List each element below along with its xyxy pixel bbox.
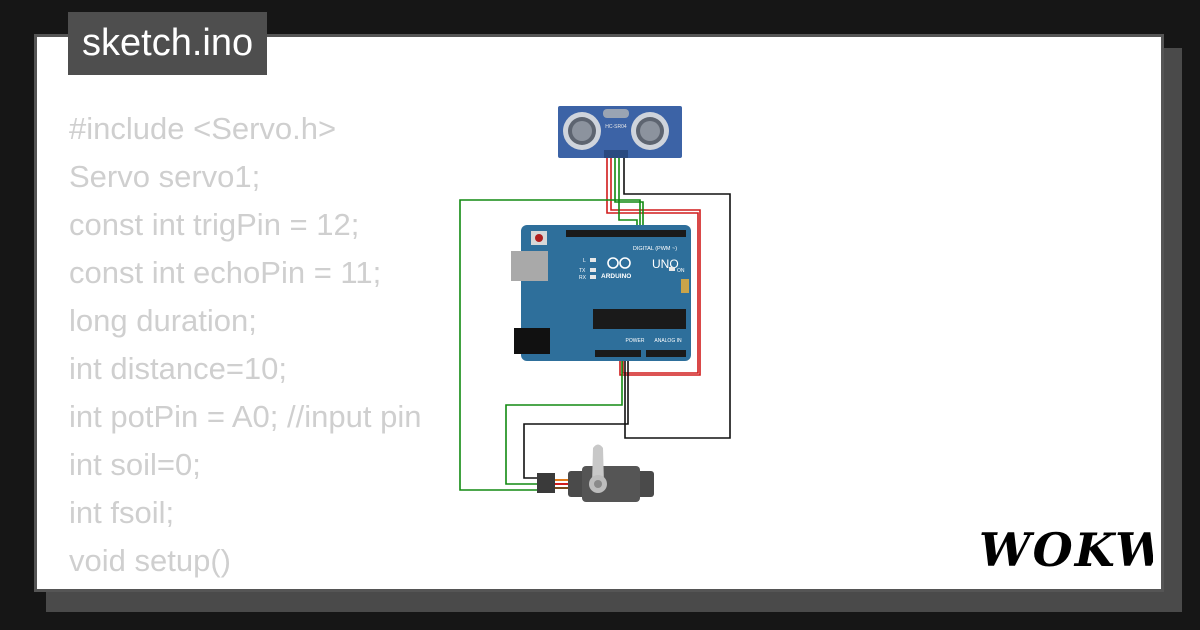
- code-editor: #include <Servo.h> Servo servo1; const int…: [69, 105, 422, 589]
- wire-black-servo-gnd: [523, 352, 629, 479]
- servo-horn: [592, 444, 604, 484]
- code-line: long duration;: [69, 303, 257, 338]
- power-label: POWER: [626, 338, 645, 344]
- ultrasonic-sensor[interactable]: HC-SR04: [558, 106, 682, 158]
- on-label: ON: [677, 268, 685, 274]
- board-brand-label: ARDUINO: [601, 273, 631, 280]
- code-line: const int echoPin = 11;: [69, 255, 382, 290]
- file-tab[interactable]: sketch.ino: [68, 12, 268, 75]
- digital-label: DIGITAL (PWM ~): [633, 246, 677, 252]
- digital-header: [566, 230, 686, 237]
- svg-text:WOKWi: WOKWi: [979, 523, 1153, 577]
- wire-red-1: [606, 158, 699, 374]
- servo-motor[interactable]: [537, 444, 654, 503]
- wire-red-2: [610, 158, 701, 376]
- wire-green-echo: [618, 158, 638, 232]
- led-tx-label: TX: [579, 268, 586, 274]
- code-line: void setup(): [69, 543, 231, 578]
- code-line: int fsoil;: [69, 495, 175, 530]
- analog-label: ANALOG IN: [654, 338, 682, 344]
- power-jack: [514, 328, 550, 354]
- arduino-uno-board[interactable]: DIGITAL (PWM ~) UNO ARDUINO L TX RX ON P…: [511, 225, 691, 361]
- code-line: const int trigPin = 12;: [69, 207, 360, 242]
- microcontroller-chip: [593, 309, 686, 329]
- code-line: int soil=0;: [69, 447, 201, 482]
- code-line: int potPin = A0; //input pin: [69, 399, 422, 434]
- led-rx-label: RX: [579, 275, 587, 281]
- servo-connector: [537, 473, 555, 493]
- analog-header: [646, 350, 686, 357]
- usb-port: [511, 251, 548, 281]
- code-line: int distance=10;: [69, 351, 288, 386]
- sensor-model-label: HC-SR04: [605, 124, 627, 130]
- code-line: #include <Servo.h>: [69, 111, 337, 146]
- wokwi-logo: WOKWi: [979, 523, 1153, 577]
- led-l-label: L: [583, 258, 586, 264]
- wire-green-servo-signal: [459, 199, 641, 491]
- power-header: [595, 350, 641, 357]
- code-line: Servo servo1;: [69, 159, 261, 194]
- wire-green-trig: [614, 158, 644, 232]
- wire-green-servo-vcc: [505, 352, 623, 485]
